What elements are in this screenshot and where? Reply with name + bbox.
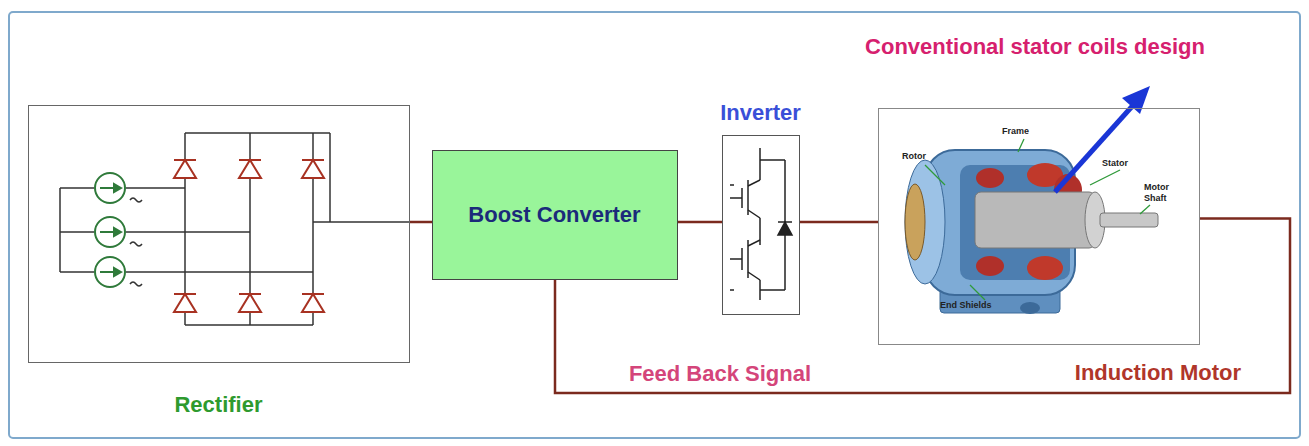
node-label: Boost Converter <box>468 202 640 228</box>
part-name: End Shields <box>940 300 1010 311</box>
edge-label: Feed Back Signal <box>627 361 813 387</box>
callout-label: Conventional stator coils design <box>865 28 1205 65</box>
node-label: Inverter <box>720 100 801 126</box>
connector <box>410 222 432 223</box>
process-box: Boost Converter <box>432 150 678 280</box>
node-label: Rectifier <box>174 392 262 418</box>
connector <box>800 222 878 223</box>
callout-arrow <box>1055 86 1150 192</box>
part-name: Stator <box>1102 158 1142 169</box>
diodes <box>174 160 324 312</box>
inverter-box: Inverter <box>722 135 800 315</box>
igbt-symbol <box>730 148 792 300</box>
rectifier-circuit <box>60 133 410 325</box>
leader-lines <box>925 139 1150 300</box>
motor-box: Induction Motor <box>878 108 1200 345</box>
rectifier-box: Rectifier <box>28 105 410 363</box>
ac-sources <box>95 173 125 287</box>
node-label: Induction Motor <box>1075 360 1241 386</box>
motor-illustration <box>905 150 1158 314</box>
tilde-marks <box>130 198 142 286</box>
connector <box>678 222 722 223</box>
part-name: Rotor <box>902 151 942 162</box>
source-arrows <box>100 184 121 276</box>
outer-frame <box>9 12 1300 438</box>
part-name: Motor Shaft <box>1144 182 1178 204</box>
part-name: Frame <box>1002 126 1042 137</box>
